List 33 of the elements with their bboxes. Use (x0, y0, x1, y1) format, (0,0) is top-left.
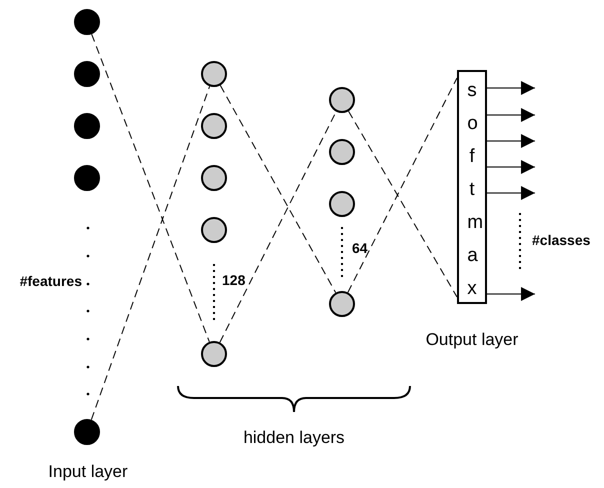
layer-label: Input layer (48, 462, 128, 482)
hidden-neuron (329, 139, 355, 165)
connector-line (220, 84, 336, 294)
input-neuron (74, 61, 100, 87)
connector-line (347, 78, 458, 293)
axis-label: #classes (532, 232, 590, 248)
input-neuron (74, 9, 100, 35)
arrow (486, 81, 536, 95)
arrow (486, 134, 536, 148)
hidden-neuron (329, 191, 355, 217)
layer-label: hidden layers (243, 428, 345, 448)
arrow (486, 186, 536, 200)
count-label: 64 (352, 240, 368, 256)
arrow (486, 160, 536, 174)
arrow (486, 108, 536, 122)
hidden-neuron (329, 87, 355, 113)
axis-label: #features (20, 273, 82, 289)
hidden-neuron (329, 291, 355, 317)
input-neuron (74, 113, 100, 139)
count-label: 128 (222, 272, 246, 288)
hidden-neuron (201, 165, 227, 191)
input-neuron (74, 419, 100, 445)
connector-line (91, 34, 210, 342)
connector-line (90, 86, 210, 420)
layer-label: Output layer (426, 330, 518, 350)
input-neuron (74, 165, 100, 191)
hidden-neuron (201, 217, 227, 243)
arrow (486, 287, 536, 301)
softmax-box: softmax (457, 70, 487, 304)
hidden-neuron (201, 113, 227, 139)
hidden-neuron (201, 61, 227, 87)
hidden-neuron (201, 341, 227, 367)
connector-line (348, 110, 458, 298)
